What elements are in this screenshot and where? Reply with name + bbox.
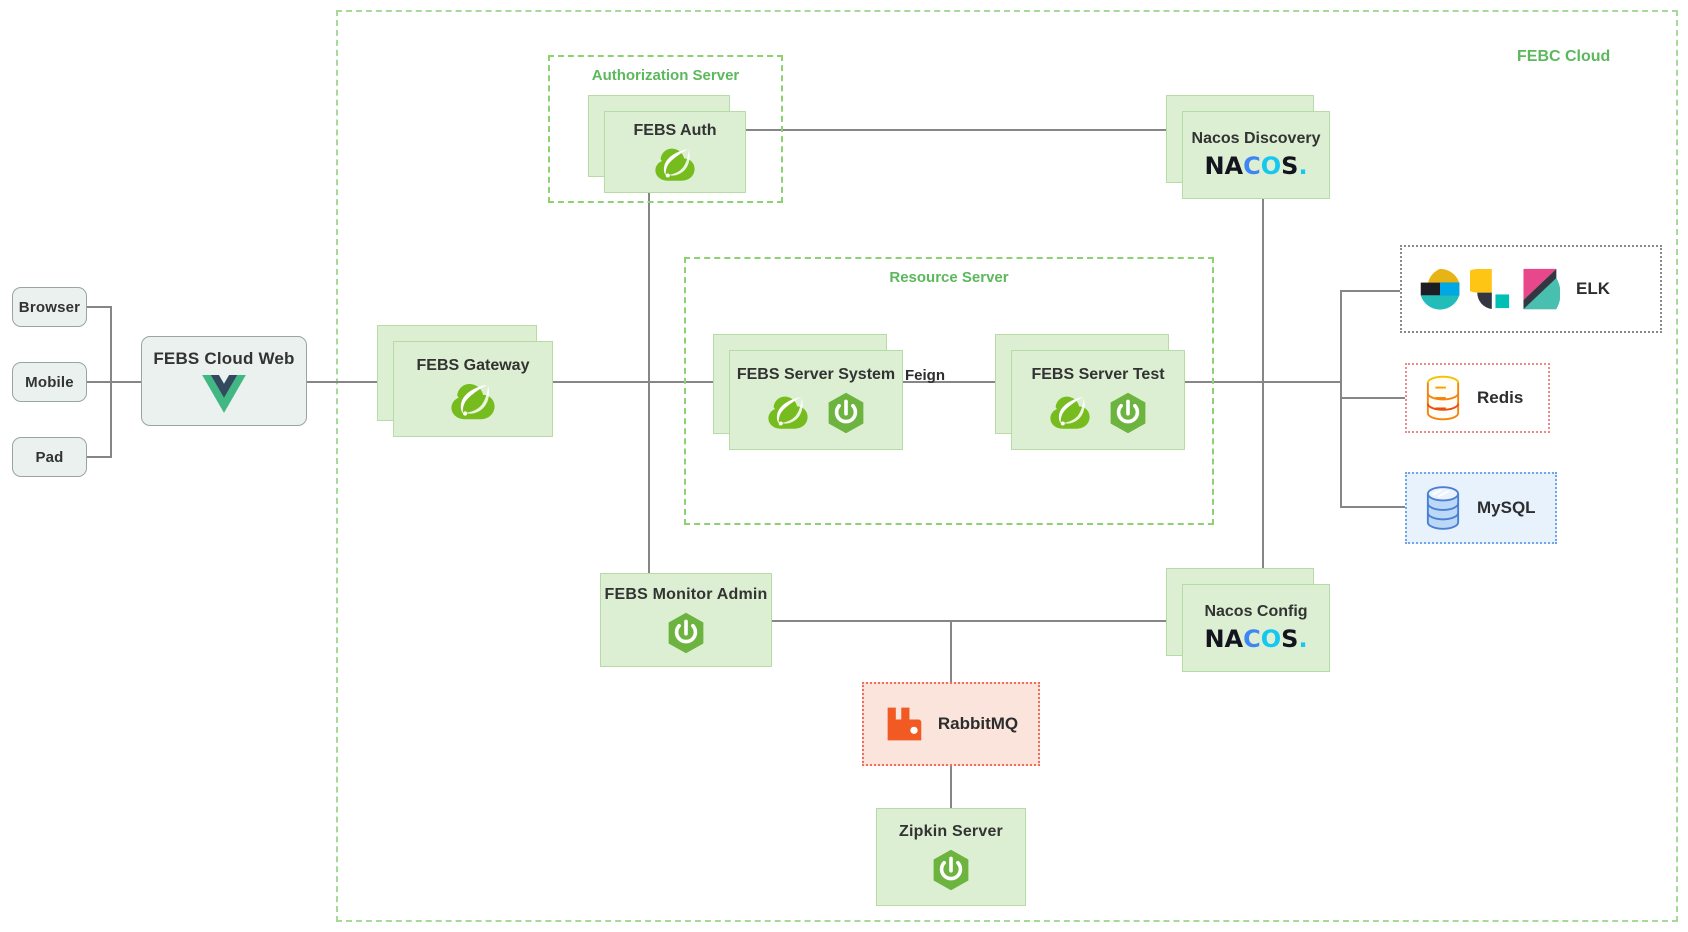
client-mobile-label: Mobile [25,373,74,391]
node-redis-label: Redis [1477,388,1524,407]
rabbitmq-logo-icon [884,704,924,744]
client-pad[interactable]: Pad [12,437,87,477]
febc-cloud-container [336,10,1678,922]
edge-rabbitmq-zipkin [950,765,952,808]
node-febs-gateway-label: FEBS Gateway [416,357,530,374]
group-authorization-server: Authorization Server [548,55,783,203]
node-nacos-discovery-label: Nacos Discovery [1191,130,1321,147]
febc-cloud-label: FEBC Cloud [1517,48,1611,65]
edge-mobile-bus [86,381,141,383]
edge-label-feign: Feign [905,367,945,384]
edge-auth-discovery [738,129,1168,131]
node-zipkin-server[interactable]: Zipkin Server [876,808,1026,906]
edge-gateway-system [553,381,713,383]
spring-boot-icon [827,392,865,434]
redis-db-icon [1425,375,1461,421]
node-febs-auth-label: FEBS Auth [633,122,717,139]
nacos-s: S [1281,625,1299,653]
mysql-db-icon [1425,485,1461,531]
edge-system-test [880,381,995,383]
nacos-c: C [1243,625,1261,653]
spring-boot-icon [1109,392,1147,434]
spring-boot-icon [932,849,970,891]
node-zipkin-server-label: Zipkin Server [899,823,1003,840]
spring-boot-icon [667,612,705,654]
spring-leaf-icon [767,396,809,430]
nacos-o: O [1260,152,1282,180]
nacos-dot: . [1298,625,1308,653]
node-febs-cloud-web[interactable]: FEBS Cloud Web [141,336,307,426]
node-mysql-label: MySQL [1477,498,1536,517]
client-mobile[interactable]: Mobile [12,362,87,402]
edge-nacos-spine [1262,188,1264,568]
edge-monitor-config [770,620,1166,622]
stack-face: FEBS Server System [729,350,903,450]
client-pad-label: Pad [35,448,64,466]
edge-test-right [1170,381,1340,383]
node-febs-cloud-web-label: FEBS Cloud Web [153,349,295,368]
edge-bus-rabbitmq [950,620,952,682]
stack-face: FEBS Server Test [1011,350,1185,450]
client-browser-label: Browser [18,298,81,316]
edge-bus-redis [1340,397,1405,399]
edge-web-gateway [307,381,377,383]
nacos-s: S [1281,152,1299,180]
spring-leaf-icon [450,383,496,421]
node-febs-server-test[interactable]: FEBS Server Test [995,334,1185,450]
node-febs-server-system[interactable]: FEBS Server System [713,334,903,450]
node-febs-server-system-label: FEBS Server System [736,366,896,383]
node-rabbitmq[interactable]: RabbitMQ [862,682,1040,766]
group-resource-server: Resource Server [684,257,1214,525]
edge-pad-bus [86,456,112,458]
group-resource-server-label: Resource Server [889,269,1009,286]
group-authorization-server-label: Authorization Server [591,67,740,84]
edge-client-bus-vertical [110,306,112,458]
node-elk[interactable]: ELK [1400,245,1662,333]
edge-bus-elk [1340,290,1400,292]
edge-auth-trunk-vertical [648,150,650,600]
node-febs-gateway[interactable]: FEBS Gateway [377,325,553,437]
vue-logo-icon [201,375,247,413]
edge-bus-mysql [1340,506,1405,508]
node-redis[interactable]: Redis [1405,363,1550,433]
nacos-na: NA [1204,625,1244,653]
stack-face: FEBS Gateway [393,341,553,437]
node-febs-server-test-label: FEBS Server Test [1031,366,1165,383]
nacos-o: O [1260,625,1282,653]
client-browser[interactable]: Browser [12,287,87,327]
node-febs-auth[interactable]: FEBS Auth [588,95,746,193]
node-mysql[interactable]: MySQL [1405,472,1557,544]
nacos-c: C [1243,152,1261,180]
nacos-dot: . [1298,152,1308,180]
node-febs-monitor-admin-label: FEBS Monitor Admin [604,586,768,603]
nacos-na: NA [1204,152,1244,180]
node-febs-monitor-admin[interactable]: FEBS Monitor Admin [600,573,772,667]
node-nacos-config-label: Nacos Config [1204,603,1308,620]
elastic-logstash-kibana-logo-icon [1418,267,1560,311]
node-elk-label: ELK [1576,279,1610,298]
edge-browser-bus [86,306,112,308]
spring-leaf-icon [1049,396,1091,430]
node-rabbitmq-label: RabbitMQ [937,714,1019,733]
spring-leaf-icon [654,148,696,182]
stack-face: FEBS Auth [604,111,746,193]
